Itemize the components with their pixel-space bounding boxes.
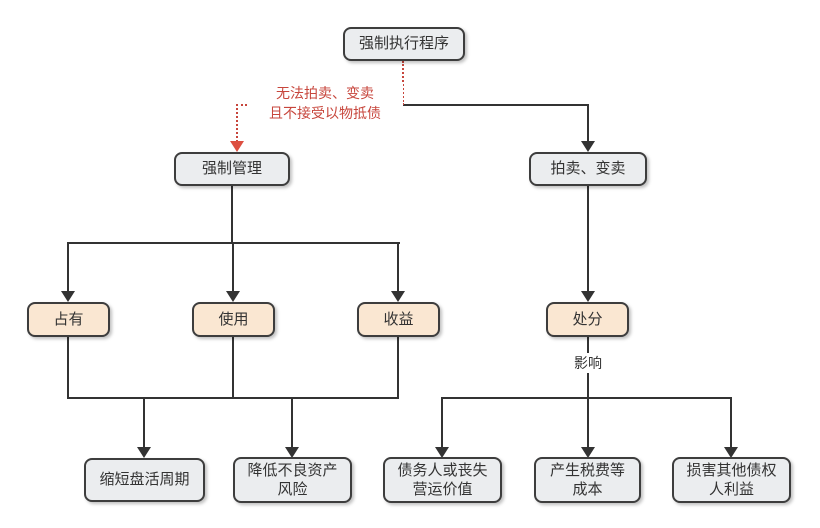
arrowhead-income — [391, 291, 405, 302]
connector-harm-drop — [730, 397, 732, 448]
connector-junction-right — [402, 104, 589, 106]
node-disposal: 处分 — [546, 302, 629, 337]
arrowhead-harm-creditors — [724, 447, 738, 458]
connector-possession-stem — [67, 336, 69, 399]
edge-label-influence: 影响 — [562, 353, 614, 373]
connector-management-down-dotted — [236, 104, 238, 142]
edge-label-condition: 无法拍卖、变卖 且不接受以物抵债 — [247, 83, 403, 123]
node-auction-sale: 拍卖、变卖 — [529, 152, 647, 186]
node-harm-creditors: 损害其他债权 人利益 — [672, 457, 791, 503]
connector-management-stem — [231, 186, 233, 243]
connector-debtor-drop — [441, 397, 443, 448]
node-enforcement-procedure: 强制执行程序 — [343, 27, 465, 61]
connector-bar-bottom-left — [67, 397, 399, 399]
arrowhead-debtor-value-loss — [435, 447, 449, 458]
node-tax-costs: 产生税费等 成本 — [534, 457, 641, 503]
connector-income-stem — [397, 336, 399, 399]
arrowhead-management — [230, 141, 244, 152]
arrowhead-possession — [61, 291, 75, 302]
connector-auction-down — [587, 104, 589, 143]
arrowhead-auction — [581, 141, 595, 152]
arrowhead-disposal — [581, 291, 595, 302]
connector-reduce-drop — [291, 397, 293, 448]
arrowhead-use — [226, 291, 240, 302]
arrowhead-tax-costs — [581, 447, 595, 458]
connector-tax-drop — [587, 397, 589, 448]
connector-use-drop — [232, 242, 234, 293]
connector-shorten-drop — [143, 397, 145, 448]
connector-income-drop — [397, 242, 399, 293]
connector-root-down-dotted — [402, 61, 404, 105]
node-compulsory-management: 强制管理 — [174, 152, 290, 186]
node-debtor-value-loss: 债务人或丧失 营运价值 — [383, 457, 502, 503]
node-reduce-risk: 降低不良资产 风险 — [233, 457, 352, 503]
node-shorten-cycle: 缩短盘活周期 — [84, 458, 205, 502]
node-income: 收益 — [357, 302, 440, 337]
arrowhead-reduce-risk — [285, 447, 299, 458]
connector-auction-to-disposal — [587, 186, 589, 293]
node-possession: 占有 — [27, 302, 110, 337]
connector-possession-drop — [67, 242, 69, 293]
node-use: 使用 — [192, 302, 275, 337]
arrowhead-shorten-cycle — [137, 447, 151, 458]
connector-use-stem — [232, 336, 234, 399]
connector-bar-bottom-right — [441, 397, 732, 399]
